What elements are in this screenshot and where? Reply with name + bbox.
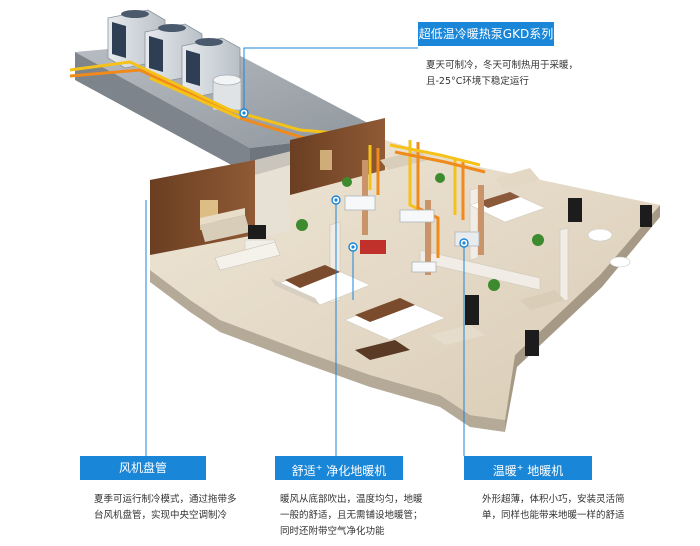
comfort-heater-label-tail: 净化地暖机	[322, 464, 387, 478]
furniture	[200, 150, 652, 360]
product-description: 夏天可制冷，冬天可制热用于采暖， 且-25°C环境下稳定运行	[426, 58, 578, 90]
wall-ac-unit	[411, 261, 437, 273]
callout-markers	[239, 108, 469, 252]
warm-heater-label-plus: +	[516, 463, 524, 472]
fan-coil-description-line: 台风机盘管，实现中央空调制冷	[94, 510, 228, 521]
product-description-line: 夏天可制冷，冬天可制热用于采暖，	[426, 60, 579, 71]
warm-heater-label-tail: 地暖机	[523, 464, 564, 478]
comfort-floor-heater	[360, 240, 386, 254]
product-description-line: 且-25°C环境下稳定运行	[426, 76, 529, 87]
warm-heater-label-main: 温暖	[492, 464, 517, 478]
comfort-heater-label-main: 舒适	[291, 464, 316, 478]
comfort-heater-label-plus: +	[315, 463, 323, 472]
fan-coil-description-line: 夏季可运行制冷模式，通过拖带多	[94, 494, 237, 505]
warm-heater-label: 温暖+ 地暖机	[464, 456, 592, 480]
product-title-label: 超低温冷暖热泵GKD系列	[418, 22, 554, 46]
fan-coil-label: 风机盘管	[80, 456, 206, 480]
comfort-heater-description-line: 同时还附带空气净化功能	[280, 526, 385, 537]
warm-heater-description: 外形超薄，体积小巧，安装灵活简 单，同样也能带来地暖一样的舒适	[482, 492, 625, 524]
warm-heater-description-line: 单，同样也能带来地暖一样的舒适	[482, 510, 625, 521]
comfort-heater-description: 暖风从底部吹出，温度均匀，地暖 一般的舒适，且无需铺设地暖管； 同时还附带空气净…	[280, 492, 423, 540]
warm-heater-description-line: 外形超薄，体积小巧，安装灵活简	[482, 494, 625, 505]
comfort-heater-description-line: 暖风从底部吹出，温度均匀，地暖	[280, 494, 423, 505]
fan-coil-unit	[344, 195, 435, 223]
comfort-heater-label: 舒适+ 净化地暖机	[275, 456, 403, 480]
callout-lines	[145, 47, 465, 456]
heat-pump-units	[107, 9, 242, 111]
back-walls	[150, 118, 385, 255]
fan-coil-description: 夏季可运行制冷模式，通过拖带多 台风机盘管，实现中央空调制冷	[94, 492, 237, 524]
comfort-heater-description-line: 一般的舒适，且无需铺设地暖管；	[280, 510, 423, 521]
